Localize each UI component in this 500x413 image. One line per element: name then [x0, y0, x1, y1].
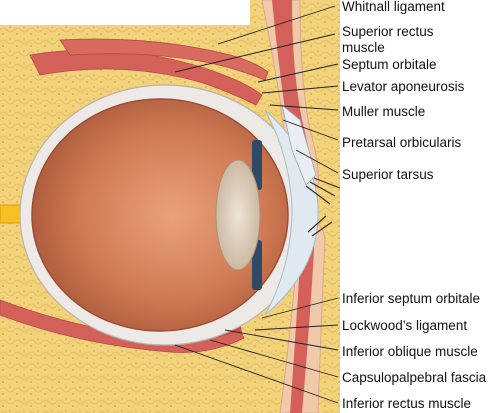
leader-lines: [174, 5, 339, 404]
superior-tarsus-plate: [281, 103, 317, 186]
lower-eyelashes: [307, 215, 333, 237]
label-septum-orbitale: Septum orbitale: [342, 57, 437, 72]
upper-eyelashes: [305, 177, 341, 205]
label-levator-aponeurosis: Levator aponeurosis: [342, 79, 465, 94]
label-superior-rectus-line2: muscle: [342, 40, 385, 55]
label-superior-rectus-line1: Superior rectus: [342, 24, 434, 39]
label-pretarsal-orbicularis: Pretarsal orbicularis: [342, 135, 462, 150]
label-whitnall-ligament: Whitnall ligament: [342, 0, 445, 14]
levator-muscle: [59, 38, 269, 81]
label-capsulopalpebral-fascia: Capsulopalpebral fascia: [342, 370, 487, 385]
label-superior-tarsus: Superior tarsus: [342, 167, 434, 182]
label-muller-muscle: Muller muscle: [342, 104, 426, 119]
vitreous-body: [31, 98, 289, 332]
label-inferior-septum-orbitale: Inferior septum orbitale: [342, 291, 481, 306]
label-inferior-rectus-muscle: Inferior rectus muscle: [342, 396, 472, 411]
lower-orbicularis: [290, 229, 315, 413]
label-lockwoods-ligament: Lockwood’s ligament: [342, 318, 468, 333]
label-inferior-oblique-muscle: Inferior oblique muscle: [342, 344, 478, 359]
lens: [215, 159, 261, 271]
